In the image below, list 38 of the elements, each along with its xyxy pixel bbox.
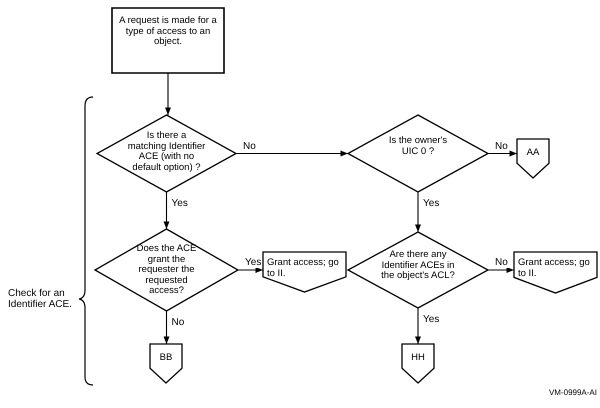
node-text: Grant access; go to II. (518, 258, 591, 279)
decision-diamond (97, 115, 236, 192)
edge-label: No (494, 257, 509, 268)
figure-id: VM-0999A-AI (548, 387, 597, 398)
off-page-connector (263, 252, 346, 292)
off-page-connector (514, 252, 597, 293)
off-page-connector (150, 344, 182, 383)
edge-label: Yes (244, 257, 262, 268)
off-page-connector (402, 344, 434, 383)
arrow (236, 150, 348, 157)
edge-label: No (242, 140, 257, 152)
arrow (488, 266, 514, 274)
arrow (164, 73, 172, 115)
node-text: Is the owner's UIC 0 ? (388, 136, 448, 157)
decision-diamond (348, 115, 488, 192)
arrow (163, 192, 170, 229)
arrow (238, 266, 263, 274)
node-text: Does the ACE grant the requester the requested access? (136, 244, 198, 296)
node-text: Are there any Identifier ACEs in the object's ACL? (380, 250, 456, 282)
edge-label: No (170, 317, 186, 328)
node-text: HH (410, 353, 426, 364)
edge-label: Yes (422, 314, 440, 325)
edge-label: Yes (170, 198, 189, 209)
arrow (163, 311, 170, 344)
decision-diamond (95, 229, 238, 311)
arrow (488, 150, 517, 157)
node-text: AA (526, 148, 540, 158)
node-text: Grant access; go to II. (267, 258, 340, 279)
node-text: A request is made for a type of access to an object. (118, 16, 218, 48)
edge-label: No (494, 140, 509, 152)
node-text: Is there a matching Identifier ACE (with no default option) ? (127, 131, 206, 173)
arrow (414, 308, 422, 344)
off-page-connector (517, 139, 549, 178)
side-note: Check for an Identifier ACE. (8, 288, 73, 310)
edge-label: Yes (422, 198, 440, 209)
node-text: BB (158, 353, 174, 364)
process-box (112, 8, 224, 73)
arrow (414, 192, 422, 232)
